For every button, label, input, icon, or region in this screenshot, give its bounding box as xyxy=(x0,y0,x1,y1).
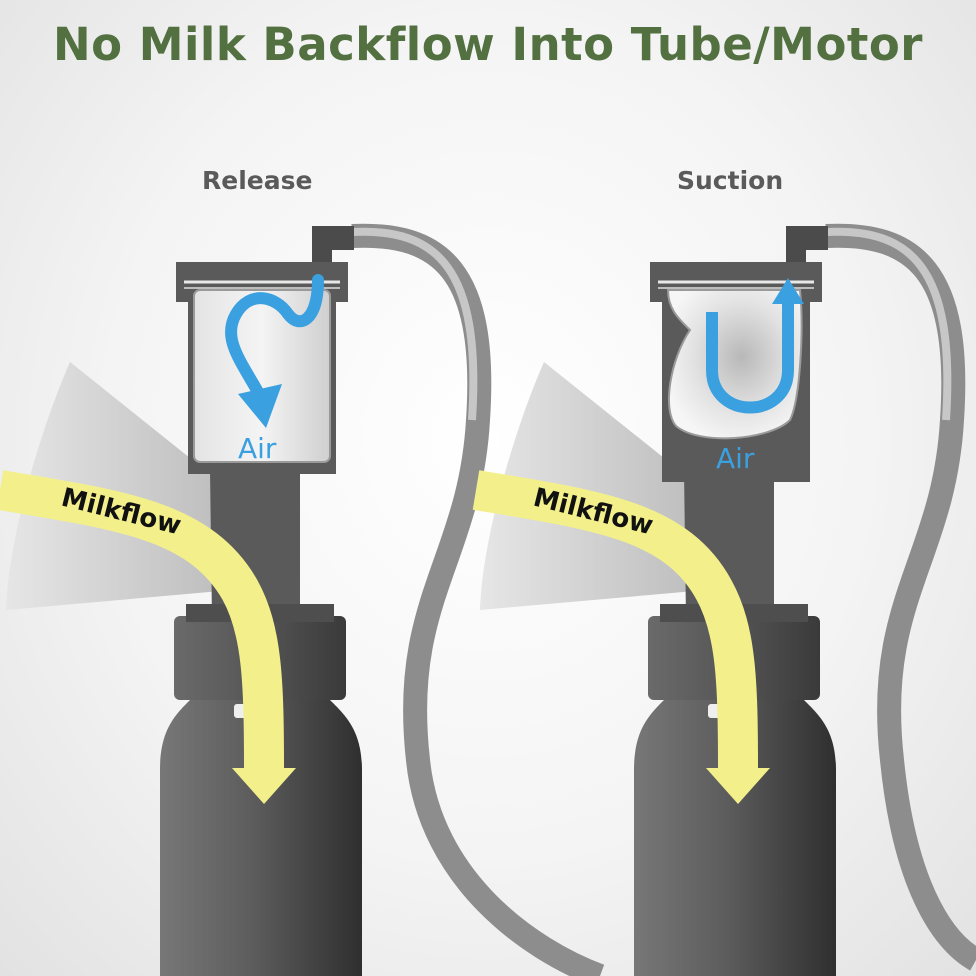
release-air-label: Air xyxy=(238,432,277,465)
suction-bottle xyxy=(634,700,836,976)
page-title: No Milk Backflow Into Tube/Motor xyxy=(52,18,924,71)
release-air-arrow xyxy=(225,274,324,398)
release-label: Release xyxy=(202,166,313,195)
suction-milk-arrow xyxy=(472,470,758,771)
suction-panel xyxy=(472,223,976,976)
release-bottle xyxy=(160,700,362,976)
release-panel xyxy=(0,223,605,976)
suction-air-label: Air xyxy=(716,442,755,475)
suction-air-tube xyxy=(825,223,976,971)
release-air-tube xyxy=(351,223,605,976)
suction-membrane xyxy=(666,289,803,440)
suction-air-arrow xyxy=(706,300,794,414)
release-milk-arrow xyxy=(0,470,284,771)
suction-label: Suction xyxy=(677,166,784,195)
